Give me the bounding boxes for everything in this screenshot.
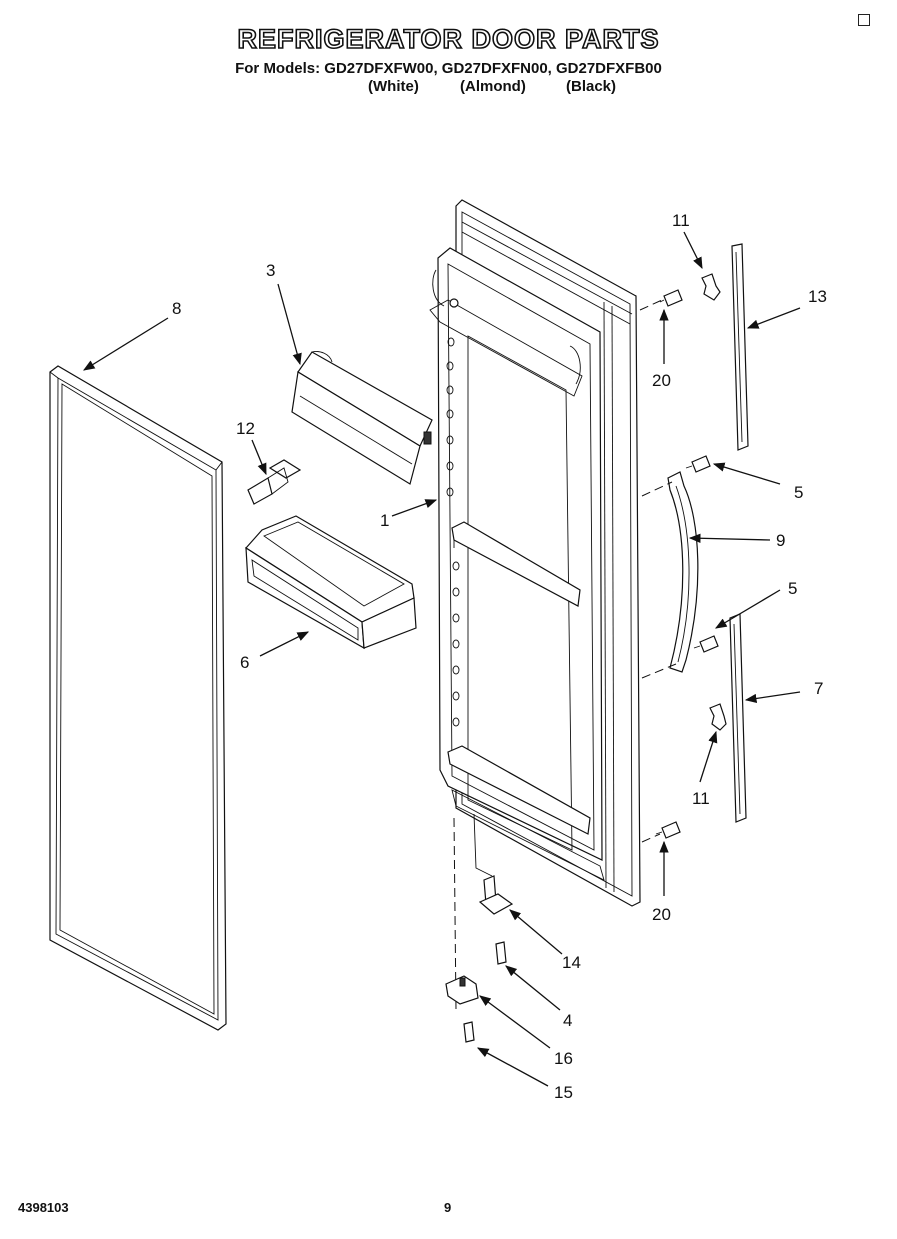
screw-part-20-bottom bbox=[655, 821, 681, 839]
page-number: 9 bbox=[444, 1200, 452, 1215]
callout-3: 3 bbox=[266, 261, 275, 280]
hinge-pin-part-14 bbox=[478, 875, 514, 915]
screw-part-20-top bbox=[659, 289, 683, 307]
callout-20-top: 20 bbox=[652, 371, 671, 390]
screw-part-5-top bbox=[685, 455, 711, 473]
document-number: 4398103 bbox=[18, 1200, 69, 1215]
models-line: For Models: GD27DFXFW00, GD27DFXFN00, GD… bbox=[235, 60, 662, 77]
callout-1: 1 bbox=[380, 511, 389, 530]
callout-11-bottom: 11 bbox=[692, 789, 710, 808]
callout-8: 8 bbox=[172, 299, 181, 318]
bracket-part-12 bbox=[247, 459, 302, 505]
color-black: (Black) bbox=[566, 78, 617, 95]
clip-part-11-bottom bbox=[709, 703, 727, 731]
door-bin-part-6 bbox=[245, 515, 417, 650]
hinge-bracket-part-16 bbox=[445, 975, 479, 1005]
dairy-door-part-3 bbox=[291, 351, 433, 485]
shelf-bumps bbox=[446, 337, 460, 727]
trim-part-7 bbox=[729, 613, 747, 823]
callout-16: 16 bbox=[554, 1049, 573, 1068]
door-liner-part-1 bbox=[429, 199, 641, 907]
callout-5-bottom: 5 bbox=[788, 579, 797, 598]
trim-part-13 bbox=[731, 243, 749, 451]
screw-part-15 bbox=[463, 1021, 475, 1043]
corner-mark bbox=[858, 14, 870, 26]
door-gasket-part-8 bbox=[49, 365, 227, 1031]
clip-part-11-top bbox=[701, 273, 721, 301]
callout-13: 13 bbox=[808, 287, 827, 306]
callout-5-top: 5 bbox=[794, 483, 803, 502]
color-white: (White) bbox=[368, 78, 419, 95]
color-almond: (Almond) bbox=[460, 78, 526, 95]
page-title: REFRIGERATOR DOOR PARTS bbox=[237, 23, 660, 55]
callout-6: 6 bbox=[240, 653, 249, 672]
callout-4: 4 bbox=[563, 1011, 572, 1030]
handle-part-9 bbox=[667, 471, 699, 673]
callout-15: 15 bbox=[554, 1083, 573, 1102]
callout-12: 12 bbox=[236, 419, 255, 438]
screw-part-4 bbox=[495, 941, 507, 965]
callout-14: 14 bbox=[562, 953, 581, 972]
screw-part-5-bottom bbox=[693, 635, 719, 653]
callout-9: 9 bbox=[776, 531, 785, 550]
callout-20-bottom: 20 bbox=[652, 905, 671, 924]
leader-arrows bbox=[83, 231, 801, 1087]
callout-11-top: 11 bbox=[672, 211, 690, 230]
callout-7: 7 bbox=[814, 679, 823, 698]
